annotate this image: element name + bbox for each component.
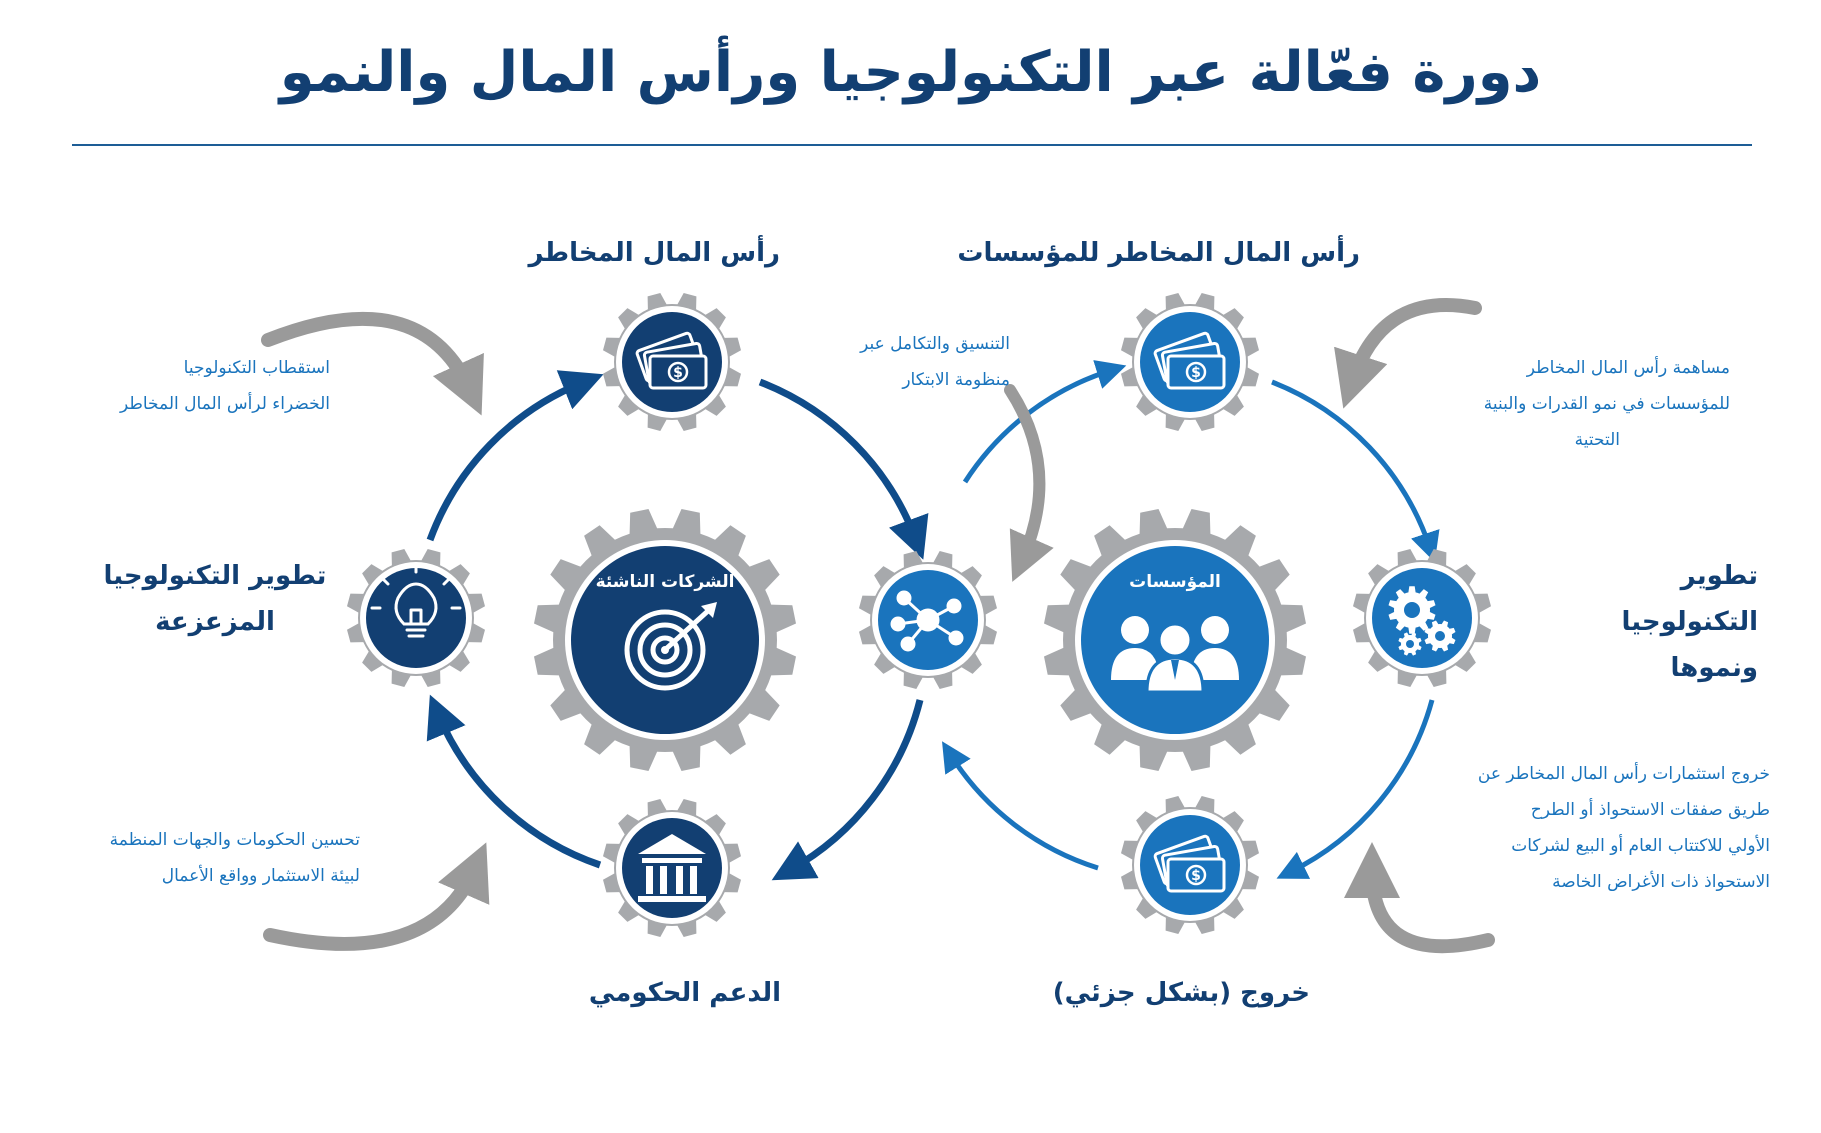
label-tech-dev-line2: المزعزعة [155,607,275,637]
gray-arrow-center [1004,384,1054,582]
corporates-label: المؤسسات [1129,572,1221,592]
gears-icon [1388,586,1456,656]
target-icon [624,602,717,691]
arrow-exit-to-hub [942,741,1099,871]
label-vc: رأس المال المخاطر [528,238,780,268]
note-cvc-contribution-line3: التحتية [1574,430,1620,450]
note-cvc-contribution-line2: للمؤسسات في نمو القدرات والبنية [1483,394,1730,414]
note-attract-line2: الخضراء لرأس المال المخاطر [119,394,330,414]
gear-tech [347,549,485,687]
gray-arrow-bottom-left [263,842,490,951]
label-tech-growth-line2: التكنولوجيا [1621,607,1759,637]
arrow-cvc-to-growth [1271,379,1440,563]
note-coordination: التنسيق والتكامل عبر منظومة الابتكار [790,326,1010,398]
label-tech-dev-line1: تطوير التكنولوجيا [103,561,327,591]
bank-icon [638,834,706,902]
label-tech-dev: تطوير التكنولوجيا المزعزعة [100,553,330,645]
note-attract-line1: استقطاب التكنولوجيا [183,358,330,378]
people-icon [1111,616,1239,694]
note-gov-improve-line1: تحسين الحكومات والجهات المنظمة [109,830,360,850]
lightbulb-icon [370,562,462,638]
startups-label: الشركات الناشئة [595,572,735,592]
arrow-vc-to-hub [758,378,929,560]
note-exit-line3: الأولي للاكتتاب العام أو البيع لشركات [1511,836,1770,856]
svg-text:$: $ [673,365,683,381]
arrow-hub-to-gov [771,699,924,881]
note-coordination-line2: منظومة الابتكار [902,370,1010,390]
note-coordination-line1: التنسيق والتكامل عبر [860,334,1010,354]
note-cvc-contribution: مساهمة رأس المال المخاطر للمؤسسات في نمو… [1410,350,1730,458]
label-tech-growth-line3: ونموها [1670,653,1758,683]
arrow-gov-to-tech [426,694,602,869]
note-exit-line4: الاستحواذ ذات الأغراض الخاصة [1552,872,1770,892]
gear-gov-core [622,818,722,918]
svg-text:$: $ [1191,365,1201,381]
money-icon: $ [635,331,708,390]
note-gov-improve-line2: لبيئة الاستثمار وواقع الأعمال [161,866,360,886]
gear-gov [603,799,741,937]
svg-text:$: $ [1191,868,1201,884]
gray-arrow-top-right [1334,298,1482,409]
gear-tech-core [366,568,466,668]
note-exit-line2: طريق صفقات الاستحواذ أو الطرح [1530,800,1770,820]
note-gov-improve: تحسين الحكومات والجهات المنظمة لبيئة الا… [40,822,360,894]
page-title: دورة فعّالة عبر التكنولوجيا ورأس المال و… [279,40,1542,105]
label-tech-growth-line1: تطوير [1680,561,1758,591]
label-gov: الدعم الحكومي [588,978,782,1008]
label-tech-growth: تطوير التكنولوجيا ونموها [1588,553,1759,691]
label-cvc: رأس المال المخاطر للمؤسسات [957,238,1360,268]
network-icon [890,590,964,652]
money-icon: $ [1153,331,1226,390]
money-icon: $ [1153,834,1226,893]
note-exit: خروج استثمارات رأس المال المخاطر عن طريق… [1420,756,1770,900]
title-divider [72,144,1752,146]
arrow-growth-to-exit [1276,699,1435,879]
arrow-tech-to-vc [426,370,604,542]
left-cycle-arrows [426,370,929,881]
gray-arrow-bottom-right [1344,842,1495,954]
note-cvc-contribution-line1: مساهمة رأس المال المخاطر [1526,358,1730,378]
label-exit: خروج (بشكل جزئي) [1052,978,1310,1008]
note-exit-line1: خروج استثمارات رأس المال المخاطر عن [1477,764,1770,784]
note-attract: استقطاب التكنولوجيا الخضراء لرأس المال ا… [60,350,330,422]
gray-arrows [261,298,1495,954]
gray-arrow-top-left [261,311,484,416]
